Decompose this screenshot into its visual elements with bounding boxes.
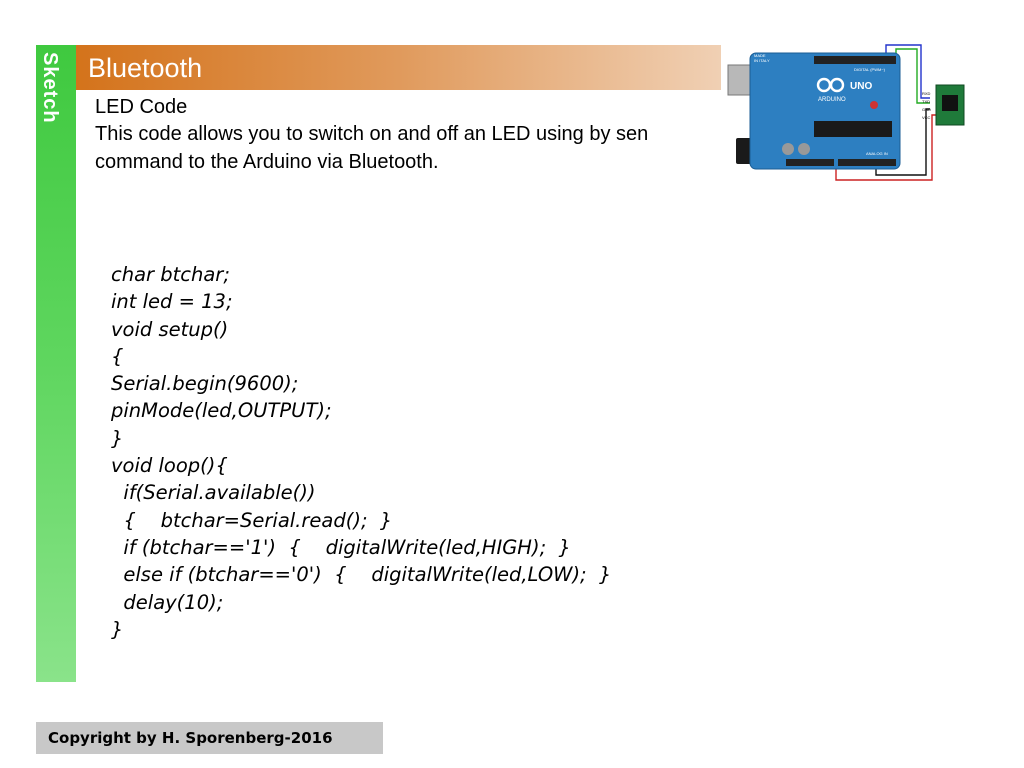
title-bar: [76, 45, 721, 90]
capacitor: [782, 143, 794, 155]
wire-black: [875, 108, 930, 176]
board-made-in: IN ITALY: [754, 58, 770, 63]
module-pin-label: VCC: [922, 115, 931, 120]
code-line: pinMode(led,OUTPUT);: [111, 399, 332, 423]
section-label: Sketch: [39, 52, 61, 124]
board-logo: UNO: [850, 81, 872, 92]
intro-block: LED Code This code allows you to switch …: [95, 94, 721, 176]
wire-red: [835, 114, 936, 181]
module-pin-label: GND: [922, 107, 931, 112]
arduino-logo-icon: [816, 77, 845, 93]
module-pin-label: TXD: [922, 99, 930, 104]
wire-green: [895, 48, 930, 104]
sidebar-band: [36, 45, 76, 682]
code-line: { btchar=Serial.read(); }: [111, 508, 393, 532]
analog-label: ANALOG IN: [866, 151, 888, 156]
code-line: }: [111, 426, 124, 450]
reset-button-icon: [870, 101, 878, 109]
arduino-board: [749, 52, 901, 170]
page-title: Bluetooth: [88, 53, 203, 83]
footer-bar: [36, 722, 383, 754]
atmega-chip: [814, 121, 892, 137]
bluetooth-chip: [942, 95, 958, 111]
code-line: {: [111, 344, 124, 368]
code-line: Serial.begin(9600);: [111, 372, 299, 396]
arduino-bluetooth-diagram: UNO ARDUINO MADE IN ITALY DIGITAL (PWM~)…: [727, 44, 965, 181]
code-line: else if (btchar=='0') { digitalWrite(led…: [111, 563, 612, 587]
code-line: void loop(){: [111, 454, 228, 478]
code-line: void setup(): [111, 317, 229, 341]
description-line: This code allows you to switch on and of…: [95, 123, 649, 145]
copyright-footer: Copyright by H. Sporenberg-2016: [48, 729, 333, 747]
module-pin-label: RXD: [922, 91, 931, 96]
digital-label: DIGITAL (PWM~): [854, 67, 886, 72]
subtitle: LED Code: [95, 96, 188, 118]
wires: [835, 44, 936, 181]
code-block: char btchar; int led = 13; void setup() …: [111, 261, 611, 643]
code-line: }: [111, 617, 124, 641]
code-line: char btchar;: [111, 263, 230, 286]
description: This code allows you to switch on and of…: [95, 120, 721, 176]
digital-header: [814, 56, 896, 64]
board-name: ARDUINO: [818, 97, 846, 103]
capacitor: [798, 143, 810, 155]
code-line: if (btchar=='1') { digitalWrite(led,HIGH…: [111, 535, 571, 559]
code-line: if(Serial.available()): [111, 481, 316, 505]
board-made-in: MADE: [754, 53, 766, 58]
description-line: command to the Arduino via Bluetooth.: [95, 151, 439, 173]
power-header: [786, 159, 834, 166]
code-line: delay(10);: [111, 590, 224, 614]
wire-blue: [885, 44, 930, 99]
code-line: int led = 13;: [111, 290, 233, 314]
analog-header: [838, 159, 896, 166]
